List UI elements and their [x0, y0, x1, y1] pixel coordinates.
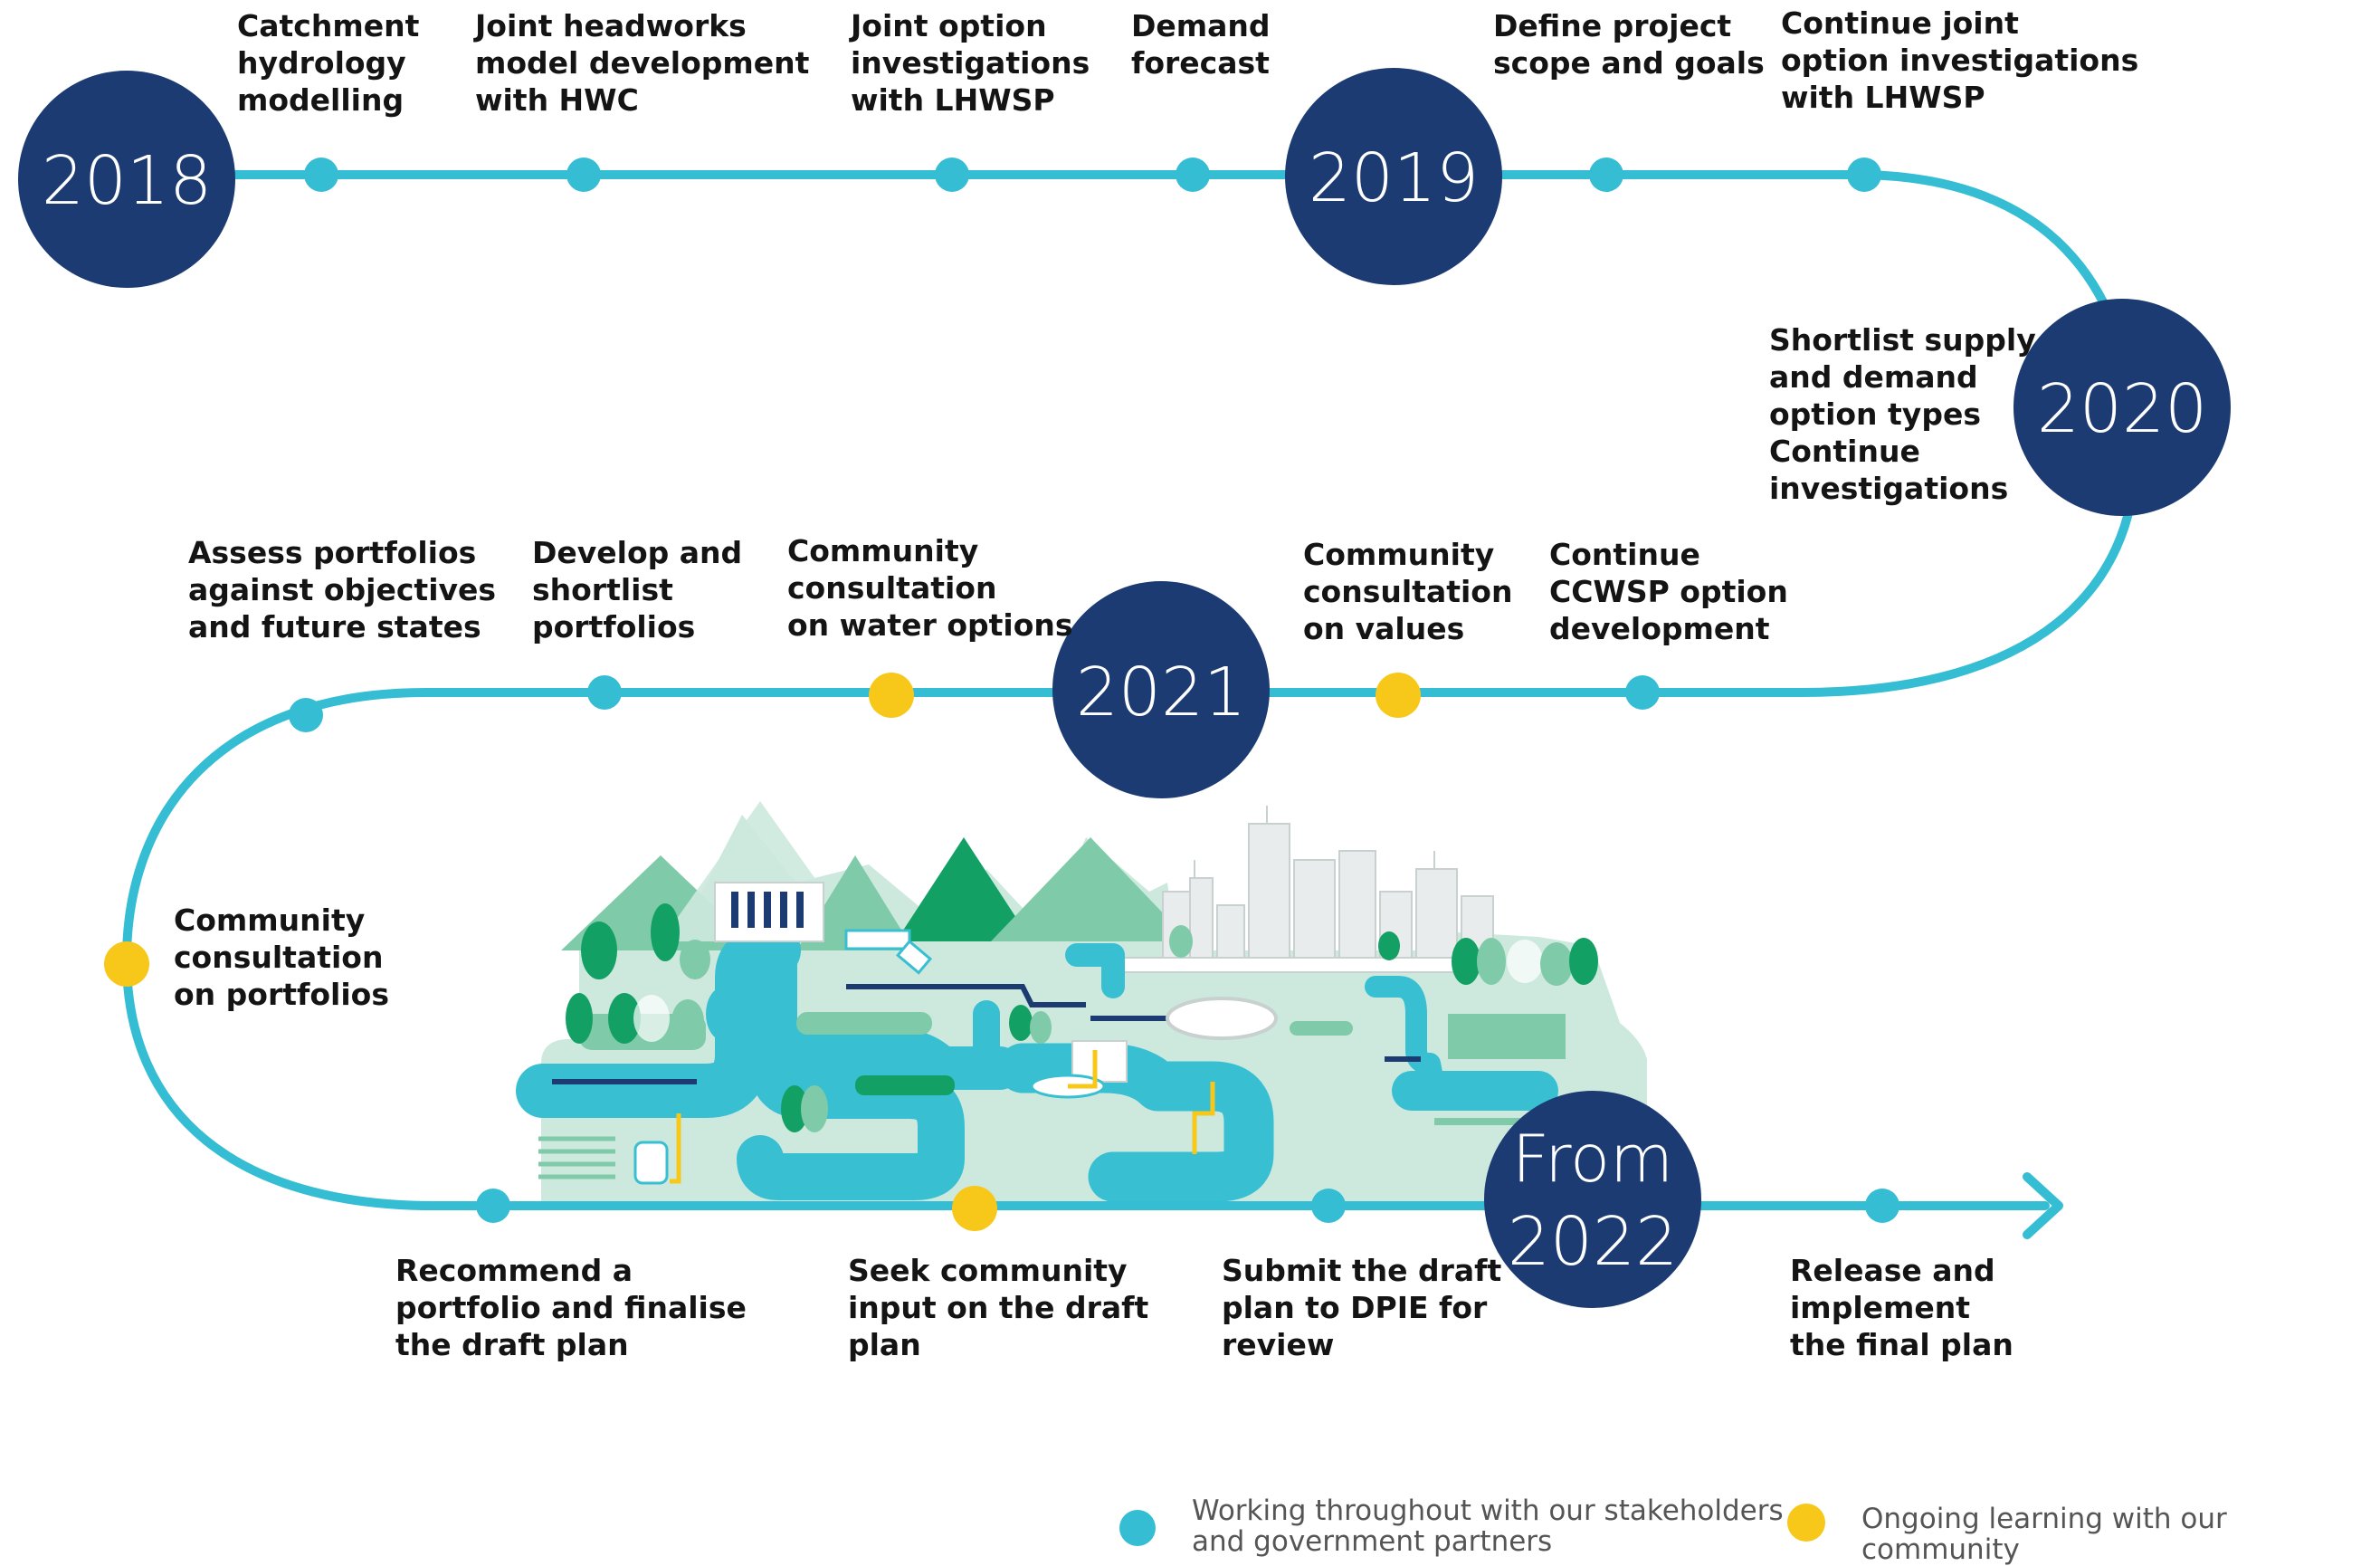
milestone-develop-portfolios: Develop and shortlist portfolios — [532, 535, 743, 645]
dot-consult-water — [869, 673, 914, 718]
svg-text:2021: 2021 — [1076, 654, 1246, 731]
year-2020-badge: 2020 — [2013, 299, 2231, 516]
dot-develop-portfolios — [587, 675, 622, 710]
dot-recommend — [476, 1189, 510, 1223]
dot-release — [1865, 1189, 1899, 1223]
dot-demand — [1176, 158, 1210, 192]
milestone-consult-water: Community consultation on water options — [787, 533, 1073, 643]
milestone-catchment: Catchment hydrology modelling — [237, 8, 420, 118]
year-2019-badge: 2019 — [1285, 68, 1502, 285]
milestone-continue-ccwsp: Continue CCWSP option development — [1549, 537, 1788, 646]
milestone-demand: Demand forecast — [1131, 8, 1271, 81]
milestone-consult-portfolios: Community consultation on portfolios — [174, 902, 389, 1012]
legend-stakeholders-label: Working throughout with our stakeholders… — [1192, 1494, 1784, 1558]
dot-continue-joint — [1847, 158, 1881, 192]
milestone-headworks: Joint headworks model development with H… — [475, 8, 810, 118]
dot-submit-draft — [1311, 1189, 1346, 1223]
milestone-submit-draft: Submit the draft plan to DPIE for review — [1222, 1253, 1502, 1362]
milestone-seek-input: Seek community input on the draft plan — [848, 1253, 1149, 1362]
legend-community-dot — [1787, 1504, 1825, 1542]
milestone-consult-values: Community consultation on values — [1303, 537, 1513, 646]
milestone-continue-joint: Continue joint option investigations wit… — [1781, 5, 2139, 115]
svg-text:2020: 2020 — [2037, 370, 2207, 448]
milestone-shortlist: Shortlist supply and demand option types… — [1769, 322, 2036, 506]
dot-catchment — [304, 158, 338, 192]
dot-assess-portfolios — [289, 698, 323, 732]
year-2021-badge: 2021 — [1052, 581, 1270, 798]
milestone-assess-portfolios: Assess portfolios against objectives and… — [188, 535, 497, 645]
dot-seek-input — [952, 1186, 997, 1231]
dot-continue-ccwsp — [1625, 675, 1660, 710]
milestone-define-scope: Define project scope and goals — [1493, 8, 1765, 81]
dot-consult-values — [1376, 673, 1421, 718]
milestone-joint-option: Joint option investigations with LHWSP — [851, 8, 1090, 118]
arrow-right-icon — [2023, 1172, 2063, 1239]
year-2022-badge: From 2022 — [1484, 1091, 1701, 1308]
milestone-release: Release and implement the final plan — [1790, 1253, 2013, 1362]
milestone-recommend: Recommend a portfolio and finalise the d… — [395, 1253, 747, 1362]
svg-text:2018: 2018 — [42, 142, 212, 220]
svg-text:2019: 2019 — [1309, 139, 1479, 217]
legend-stakeholder-dot — [1119, 1510, 1156, 1546]
legend-community-label: Ongoing learning with our community — [1861, 1503, 2227, 1566]
dot-define-scope — [1589, 158, 1623, 192]
svg-text:2022: 2022 — [1508, 1203, 1678, 1281]
dot-joint-option — [935, 158, 969, 192]
svg-text:From: From — [1512, 1121, 1673, 1197]
dot-consult-portfolios — [104, 941, 149, 987]
water-cycle-city-landscape-illustration — [516, 801, 1647, 1204]
dot-headworks — [566, 158, 601, 192]
year-2018-badge: 2018 — [18, 71, 235, 288]
